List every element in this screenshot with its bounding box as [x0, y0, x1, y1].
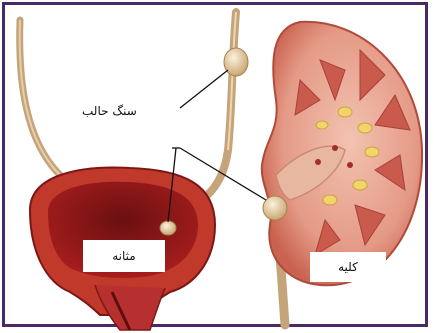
label-bladder: مثانه [112, 249, 135, 263]
ureter-stone-top [224, 48, 248, 76]
label-box-bladder: مثانه [83, 240, 165, 272]
label-ureter-stone: سنگ حالب [82, 104, 137, 118]
label-kidney: کلیه [338, 260, 358, 274]
bladder-stone [160, 221, 176, 235]
ureter-stone-kidney [263, 196, 287, 220]
label-box-kidney: کلیه [310, 252, 386, 282]
left-ureter [20, 20, 87, 184]
